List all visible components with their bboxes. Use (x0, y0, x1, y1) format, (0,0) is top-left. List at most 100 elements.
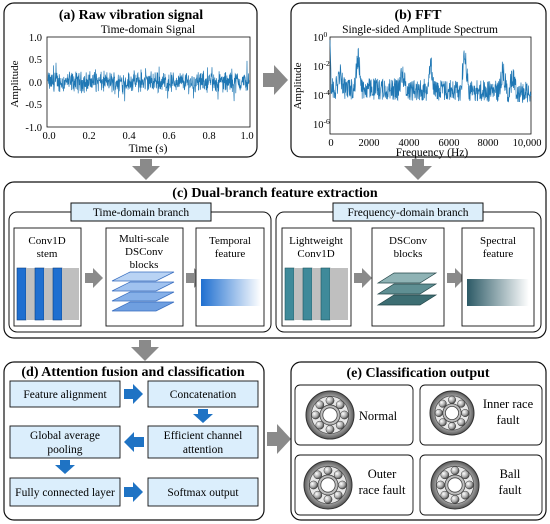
panel-b-frame (290, 2, 547, 158)
panel-b-xtick-5: 8000 (478, 138, 499, 149)
panel-a: (a) Raw vibration signal Time-domain Sig… (3, 2, 258, 158)
panel-a-ytick-5: -1.0 (25, 123, 42, 134)
panel-b-ylabel: Amplitude (292, 62, 304, 109)
panel-a-xtick-6: 1.0 (240, 131, 253, 142)
panel-a-x-tick-labels: 0.0 0.2 0.4 0.6 0.8 1.0 (42, 131, 253, 142)
panel-a-subtitle: Time-domain Signal (101, 24, 195, 36)
time-branch-label: Time-domain branch (93, 207, 190, 219)
class-outer-race-label-1: Outer (368, 467, 397, 481)
softmax-node (147, 477, 259, 507)
panel-d: (d) Attention fusion and classification … (3, 361, 265, 521)
panel-a-y-tick-labels: 1.0 0.5 0.0 -0.5 -1.0 (25, 33, 42, 134)
gap-node (9, 425, 121, 459)
panel-a-ytick-3: 0.0 (29, 78, 42, 89)
fc-node (9, 477, 121, 507)
panel-c-frame (3, 181, 547, 339)
conv1d-stem-line-1: Conv1D (28, 235, 65, 247)
panel-b-x-tick-labels: 0 2000 4000 6000 8000 10,000 (328, 138, 541, 149)
multiscale-dsconv-line-1: Multi-scale (119, 233, 169, 245)
panel-a-axes (46, 36, 251, 128)
panel-a-xtick-3: 0.4 (122, 131, 136, 142)
time-arrow-1 (85, 268, 103, 288)
conv1d-stem-line-2: stem (37, 248, 58, 260)
class-inner-race-label-1: Inner race (483, 397, 534, 411)
panel-a-xtick-4: 0.6 (162, 131, 175, 142)
panel-b-xtick-2: 2000 (359, 138, 380, 149)
panel-a-xlabel: Time (s) (129, 143, 168, 155)
inner-race-bearing-icon (429, 390, 475, 436)
conv1d-stem-icon (16, 267, 79, 321)
panel-c: (c) Dual-branch feature extraction Time-… (3, 181, 547, 339)
panel-a-xtick-1: 0.0 (42, 131, 55, 142)
class-inner-race-label-2: fault (497, 413, 520, 427)
class-outer-race-label-2: race fault (359, 483, 406, 497)
temporal-feature-gradient (201, 279, 261, 306)
panel-a-ytick-2: 0.5 (29, 55, 42, 66)
panel-c-title: (c) Dual-branch feature extraction (172, 186, 378, 201)
arrow-eca-to-gap (124, 432, 144, 452)
gap-label-line-1: Global average (30, 430, 100, 442)
panel-a-ytick-4: -0.5 (25, 100, 42, 111)
concatenation-label: Concatenation (170, 389, 237, 401)
lightweight-conv1d-line-2: Conv1D (297, 248, 334, 260)
panel-d-frame (3, 361, 265, 521)
arrow-b-to-c (404, 159, 432, 180)
time-domain-signal-trace (47, 60, 250, 102)
class-ball-label-1: Ball (500, 467, 521, 481)
dsconv-blocks-line-2: blocks (394, 248, 423, 260)
spectral-feature-box (461, 227, 535, 327)
fc-label: Fully connected layer (15, 487, 115, 499)
panel-a-ylabel: Amplitude (9, 60, 21, 107)
arrow-a-to-b (263, 65, 288, 95)
panel-b-title: (b) FFT (394, 8, 442, 23)
eca-node (147, 425, 259, 459)
temporal-feature-line-1: Temporal (209, 235, 251, 247)
eca-label-line-1: Efficient channel (164, 430, 243, 442)
panel-b-ytick-4: 10-6 (313, 117, 330, 131)
outer-race-bearing-icon (303, 460, 353, 510)
panel-b-xtick-3: 4000 (399, 138, 420, 149)
panel-b-y-tick-labels: 100 10-2 10-4 10-6 (313, 30, 330, 131)
panel-b-xlabel: Frequency (Hz) (396, 147, 469, 159)
dsconv-blocks-line-1: DSConv (389, 235, 427, 247)
class-normal-label: Normal (359, 409, 398, 423)
fft-spectrum-trace (329, 39, 532, 103)
arrow-concat-to-eca (193, 409, 213, 423)
spectral-feature-gradient (467, 279, 529, 306)
panel-b-xtick-6: 10,000 (513, 138, 542, 149)
spectral-feature-line-1: Spectral (480, 235, 516, 247)
temporal-feature-line-2: feature (215, 248, 246, 260)
softmax-label: Softmax output (167, 487, 239, 499)
dsconv-blocks-icon (376, 272, 438, 306)
time-branch-label-box (70, 202, 212, 222)
panel-e-title: (e) Classification output (346, 366, 489, 381)
arrow-c-to-d (131, 340, 159, 361)
arrow-fc-to-softmax (124, 482, 143, 502)
panel-a-xtick-5: 0.8 (202, 131, 215, 142)
panel-b-ytick-1: 100 (313, 30, 328, 44)
ball-bearing-icon (430, 460, 480, 510)
feature-alignment-node (9, 380, 121, 408)
eca-label-line-2: attention (183, 444, 223, 456)
panel-b-subtitle: Single-sided Amplitude Spectrum (342, 24, 498, 36)
multiscale-dsconv-line-2: DSConv (125, 246, 163, 258)
freq-branch-label: Frequency-domain branch (347, 207, 468, 219)
freq-arrow-2 (447, 268, 465, 288)
multiscale-dsconv-line-3: blocks (130, 259, 159, 271)
gap-label-line-2: pooling (47, 444, 82, 456)
arrow-align-to-concat (124, 384, 143, 404)
spectral-feature-line-2: feature (483, 248, 514, 260)
multiscale-dsconv-icon (111, 271, 175, 312)
panel-a-ytick-1: 1.0 (29, 33, 42, 44)
temporal-feature-box (195, 227, 265, 327)
panel-a-frame (3, 2, 258, 158)
normal-bearing-icon (305, 390, 355, 440)
arrow-d-to-e (267, 424, 291, 454)
panel-a-xtick-2: 0.2 (82, 131, 95, 142)
concatenation-node (147, 380, 259, 408)
panel-b-ytick-3: 10-4 (313, 88, 330, 102)
freq-branch-label-box (332, 202, 484, 222)
panel-b-axes (329, 36, 532, 135)
panel-d-title: (d) Attention fusion and classification (21, 365, 244, 380)
